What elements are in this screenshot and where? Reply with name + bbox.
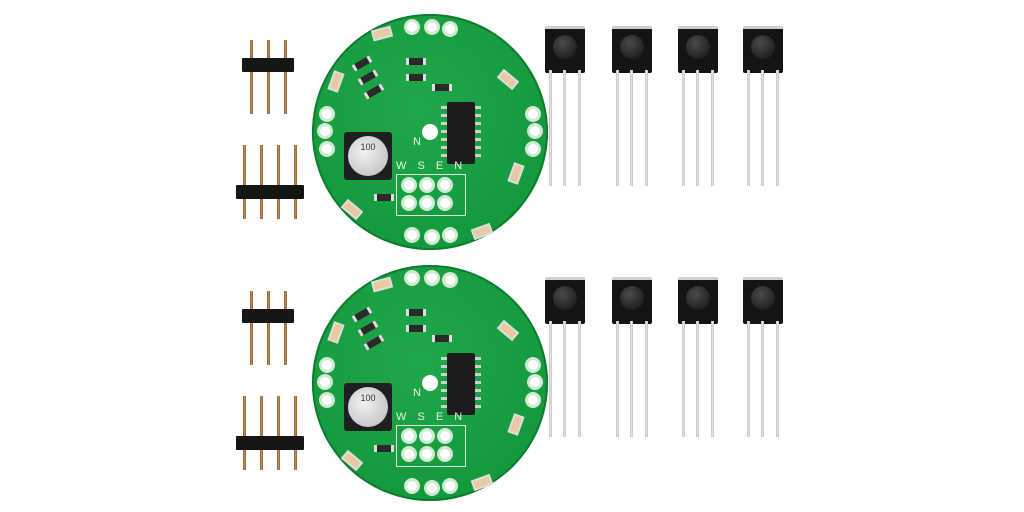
ir-receiver bbox=[612, 26, 652, 186]
ic-chip bbox=[441, 102, 481, 164]
pcb-board: 100 W S E N N bbox=[312, 265, 548, 501]
ir-receiver bbox=[545, 277, 585, 437]
north-label: N bbox=[413, 136, 425, 148]
header-4pin bbox=[236, 396, 304, 474]
ic-chip bbox=[441, 353, 481, 415]
capacitor: 100 bbox=[344, 383, 392, 431]
ir-receiver bbox=[612, 277, 652, 437]
header-4pin bbox=[236, 145, 304, 223]
ir-receiver bbox=[743, 26, 783, 186]
ir-receiver bbox=[545, 26, 585, 186]
ir-receiver bbox=[678, 26, 718, 186]
capacitor: 100 bbox=[344, 132, 392, 180]
direction-labels: W S E N bbox=[396, 160, 467, 172]
ir-receiver bbox=[678, 277, 718, 437]
header-3pin bbox=[240, 291, 296, 369]
kit-1: 100 W S E N N bbox=[236, 14, 783, 250]
pcb-board: 100 W S E N N bbox=[312, 14, 548, 250]
header-3pin bbox=[240, 40, 296, 118]
north-label: N bbox=[413, 387, 425, 399]
direction-labels: W S E N bbox=[396, 411, 467, 423]
kit-2: 100 W S E N N bbox=[0, 251, 1024, 507]
ir-receiver bbox=[743, 277, 783, 437]
